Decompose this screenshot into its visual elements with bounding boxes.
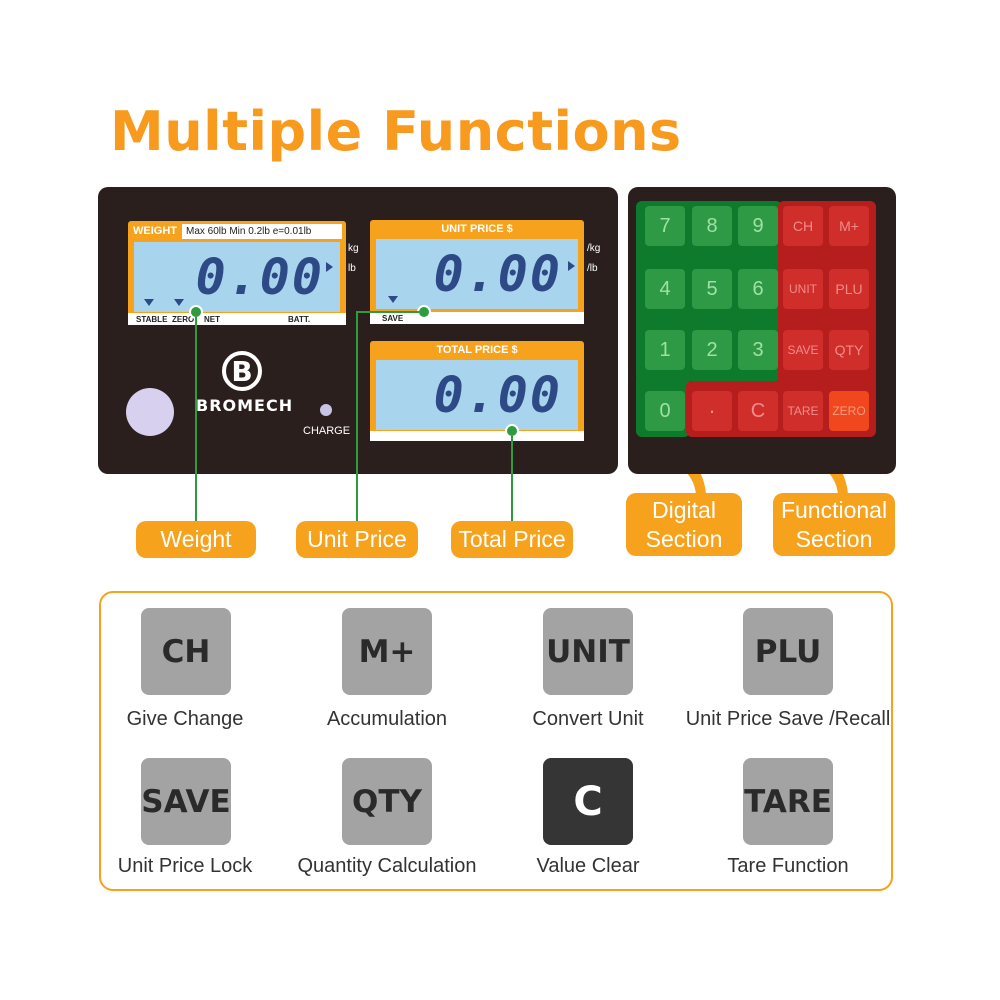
legend-key-tare: TARE bbox=[743, 758, 833, 845]
key-save[interactable]: SAVE bbox=[783, 330, 823, 370]
unit-pointer-icon bbox=[326, 262, 333, 272]
legend-key-plu: PLU bbox=[743, 608, 833, 695]
legend-key-m-plus: M+ bbox=[342, 608, 432, 695]
total-price-screen: 0.00 bbox=[376, 360, 578, 430]
key-clear[interactable]: C bbox=[738, 391, 778, 431]
legend-desc-unit: Convert Unit bbox=[532, 708, 644, 730]
key-0[interactable]: 0 bbox=[645, 391, 685, 431]
legend-desc-qty: Quantity Calculation bbox=[297, 855, 477, 877]
legend-desc-tare: Tare Function bbox=[727, 855, 849, 877]
key-6[interactable]: 6 bbox=[738, 269, 778, 309]
power-button[interactable] bbox=[126, 388, 174, 436]
weight-display: WEIGHT Max 60lb Min 0.2lb e=0.01lb 0.00 … bbox=[128, 221, 346, 325]
unit-price-title: UNIT PRICE $ bbox=[441, 223, 513, 235]
key-zero[interactable]: ZERO bbox=[829, 391, 869, 431]
stable-pointer-icon bbox=[144, 299, 154, 306]
legend-desc-m-plus: Accumulation bbox=[326, 708, 448, 730]
charge-label: CHARGE bbox=[303, 425, 351, 437]
unit-price-callout-dot bbox=[417, 305, 431, 319]
legend-key-qty: QTY bbox=[342, 758, 432, 845]
key-unit[interactable]: UNIT bbox=[783, 269, 823, 309]
indicator-save: SAVE bbox=[382, 314, 404, 323]
indicator-zero: ZERO bbox=[172, 315, 195, 324]
key-m-plus[interactable]: M+ bbox=[829, 206, 869, 246]
functional-section-callout: Functional Section bbox=[773, 493, 895, 556]
key-decimal[interactable]: · bbox=[692, 391, 732, 431]
weight-unit-kg: kg bbox=[348, 243, 359, 254]
weight-callout: Weight bbox=[136, 521, 256, 558]
indicator-net: NET bbox=[204, 315, 220, 324]
key-qty[interactable]: QTY bbox=[829, 330, 869, 370]
key-7[interactable]: 7 bbox=[645, 206, 685, 246]
legend-key-save: SAVE bbox=[141, 758, 231, 845]
key-plu[interactable]: PLU bbox=[829, 269, 869, 309]
unit-price-callout-line bbox=[356, 311, 358, 522]
charge-led-icon bbox=[320, 404, 332, 416]
digital-section-callout: Digital Section bbox=[626, 493, 742, 556]
weight-value: 0.00 bbox=[195, 248, 324, 306]
unit-price-value: 0.00 bbox=[433, 245, 562, 303]
unit-price-unit-kg: /kg bbox=[587, 243, 601, 254]
total-price-title: TOTAL PRICE $ bbox=[436, 344, 518, 356]
key-tare[interactable]: TARE bbox=[783, 391, 823, 431]
unit-price-pointer-icon bbox=[568, 261, 575, 271]
legend-key-unit: UNIT bbox=[543, 608, 633, 695]
weight-title: WEIGHT bbox=[133, 225, 177, 237]
indicator-stable: STABLE bbox=[136, 315, 168, 324]
weight-screen: 0.00 bbox=[134, 242, 340, 312]
key-4[interactable]: 4 bbox=[645, 269, 685, 309]
legend-desc-ch: Give Change bbox=[126, 708, 244, 730]
weight-specs: Max 60lb Min 0.2lb e=0.01lb bbox=[186, 226, 312, 237]
legend-desc-plu: Unit Price Save /Recall bbox=[685, 708, 891, 730]
key-8[interactable]: 8 bbox=[692, 206, 732, 246]
zero-pointer-icon bbox=[174, 299, 184, 306]
save-pointer-icon bbox=[388, 296, 398, 303]
page-title: Multiple Functions bbox=[110, 100, 682, 163]
legend-desc-save: Unit Price Lock bbox=[117, 855, 253, 877]
weight-callout-line bbox=[195, 317, 197, 522]
key-9[interactable]: 9 bbox=[738, 206, 778, 246]
unit-price-callout-hline bbox=[357, 311, 419, 313]
function-legend: CH Give Change M+ Accumulation UNIT Conv… bbox=[99, 591, 893, 891]
total-price-callout-line bbox=[511, 436, 513, 522]
weight-unit-lb: lb bbox=[348, 263, 356, 274]
total-price-display: TOTAL PRICE $ 0.00 bbox=[370, 341, 584, 441]
display-panel: WEIGHT Max 60lb Min 0.2lb e=0.01lb 0.00 … bbox=[98, 187, 618, 474]
legend-key-ch: CH bbox=[141, 608, 231, 695]
key-ch[interactable]: CH bbox=[783, 206, 823, 246]
brand-logo-icon: B bbox=[222, 351, 262, 391]
key-2[interactable]: 2 bbox=[692, 330, 732, 370]
unit-price-callout: Unit Price bbox=[296, 521, 418, 558]
unit-price-screen: 0.00 bbox=[376, 239, 578, 309]
unit-price-unit-lb: /lb bbox=[587, 263, 598, 274]
unit-price-display: UNIT PRICE $ 0.00 SAVE bbox=[370, 220, 584, 324]
total-price-callout: Total Price bbox=[451, 521, 573, 558]
key-3[interactable]: 3 bbox=[738, 330, 778, 370]
legend-key-clear: C bbox=[543, 758, 633, 845]
indicator-batt: BATT. bbox=[288, 315, 311, 324]
total-price-value: 0.00 bbox=[433, 366, 562, 424]
keypad: 7 8 9 4 5 6 1 2 3 0 · C CH M+ UNIT PLU S… bbox=[628, 187, 896, 474]
key-1[interactable]: 1 bbox=[645, 330, 685, 370]
brand-name: BROMECH bbox=[196, 396, 294, 415]
key-5[interactable]: 5 bbox=[692, 269, 732, 309]
legend-desc-clear: Value Clear bbox=[536, 855, 640, 877]
